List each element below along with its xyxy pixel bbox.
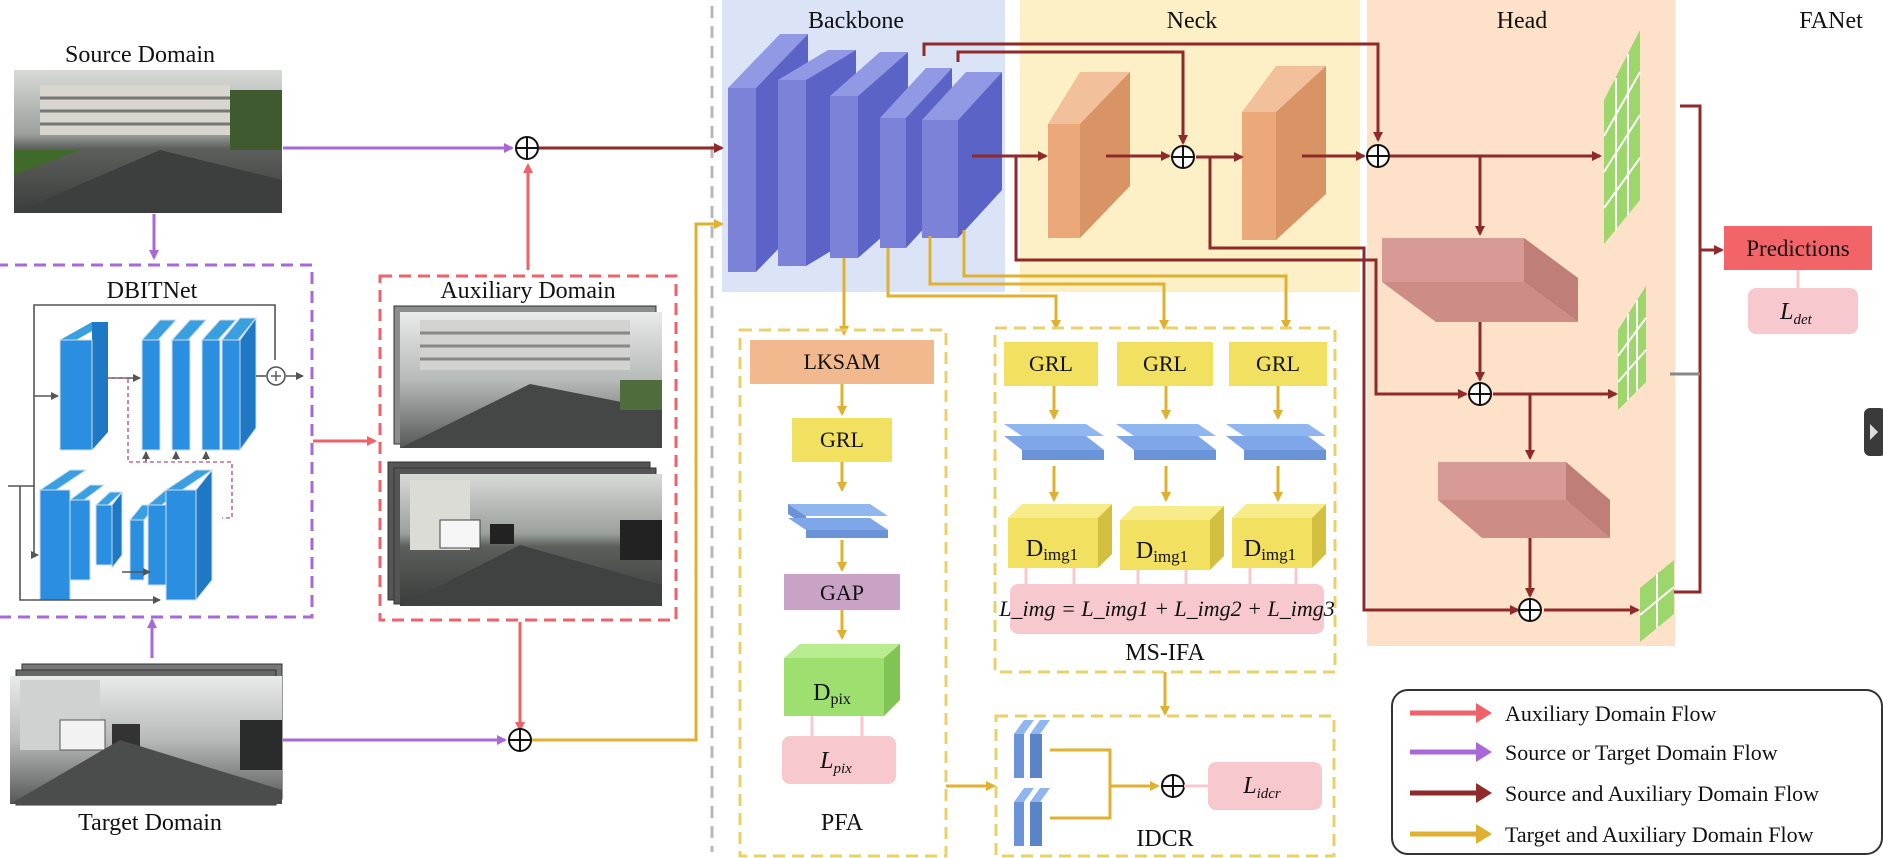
idcr-box — [994, 714, 1336, 858]
legend-item-3: Target and Auxiliary Domain Flow — [1410, 822, 1814, 847]
head-sum-node-mid — [1468, 382, 1492, 406]
auxiliary-domain-box — [378, 274, 678, 622]
legend-item-2: Source and Auxiliary Domain Flow — [1410, 781, 1819, 806]
source-domain-label: Source Domain — [65, 42, 215, 68]
d-img-label-3: Dimg1 — [1244, 536, 1296, 564]
msifa-feature-layers — [1004, 424, 1326, 460]
prediction-grid-large — [1603, 30, 1641, 244]
target-domain-label: Target Domain — [78, 810, 222, 836]
l-pix-label: Lpix — [819, 748, 852, 777]
top-sum-node — [515, 136, 539, 160]
neck-blocks — [1048, 66, 1326, 240]
pfa-feature-layers — [788, 504, 888, 538]
head-sum-node-bottom — [1518, 598, 1542, 622]
legend-label-0: Auxiliary Domain Flow — [1505, 701, 1717, 726]
fanet-title: FANet — [1799, 8, 1863, 34]
head-label: Head — [1497, 8, 1548, 34]
l-img-formula: L_img = L_img1 + L_img2 + L_img3 — [998, 596, 1334, 621]
legend-arrowhead-0 — [1476, 703, 1492, 723]
prediction-grid-small — [1639, 560, 1675, 642]
backbone-blocks — [728, 34, 1002, 272]
legend-box — [1391, 689, 1883, 855]
l-idcr-box — [1208, 762, 1322, 810]
auxiliary-images — [387, 305, 662, 606]
backbone-label: Backbone — [808, 8, 904, 34]
target-aux-flows — [839, 230, 1291, 791]
l-det-box — [1748, 288, 1858, 334]
dbitnet-blocks — [8, 304, 304, 604]
lksam-label: LKSAM — [803, 349, 880, 374]
legend-arrowhead-1 — [1476, 742, 1492, 762]
d-pix-label: Dpix — [813, 680, 851, 708]
msifa-grl-label-2: GRL — [1143, 351, 1187, 376]
source-aux-flows — [922, 42, 1724, 615]
l-det-label: Ldet — [1779, 299, 1813, 328]
d-img-label-1: Dimg1 — [1026, 536, 1078, 564]
d-img-connectors — [1024, 568, 1298, 586]
l-idcr-label: Lidcr — [1242, 773, 1281, 802]
idcr-sum-node — [1161, 774, 1185, 798]
d-img-blocks — [1008, 504, 1326, 570]
legend-label-3: Target and Auxiliary Domain Flow — [1505, 822, 1814, 847]
l-pix-box — [782, 736, 896, 784]
idcr-label: IDCR — [1136, 826, 1193, 852]
idcr-feature-blocks — [1014, 720, 1050, 846]
msifa-grl-boxes — [1004, 342, 1327, 386]
prediction-grid-medium — [1617, 286, 1647, 410]
pfa-box — [738, 328, 948, 858]
pfa-grl-label: GRL — [820, 427, 864, 452]
legend-arrowhead-2 — [1476, 783, 1492, 803]
d-img-label-2: Dimg1 — [1136, 538, 1188, 566]
dbitnet-label: DBITNet — [107, 278, 198, 304]
idcr-arrows — [1050, 748, 1160, 820]
legend-arrowhead-3 — [1476, 824, 1492, 844]
neck-label: Neck — [1167, 8, 1218, 34]
gap-box — [784, 574, 900, 610]
pfa-grl-box — [792, 418, 892, 462]
bottom-sum-node — [508, 728, 532, 752]
pfa-label: PFA — [821, 810, 864, 836]
legend-label-2: Source and Auxiliary Domain Flow — [1505, 781, 1819, 806]
play-icon — [1870, 424, 1878, 440]
msifa-label: MS-IFA — [1125, 640, 1205, 666]
legend-item-1: Source or Target Domain Flow — [1410, 740, 1778, 765]
side-panel-handle[interactable] — [1864, 408, 1883, 456]
target-domain-images — [10, 663, 283, 806]
source-domain-images — [14, 70, 282, 213]
legend-label-1: Source or Target Domain Flow — [1505, 740, 1778, 765]
head-sum-node-top — [1366, 144, 1390, 168]
msifa-arrows — [1049, 386, 1283, 502]
predictions-box — [1724, 226, 1872, 270]
legend-item-0: Auxiliary Domain Flow — [1410, 701, 1717, 726]
predictions-label: Predictions — [1746, 236, 1850, 261]
msifa-grl-label-1: GRL — [1029, 351, 1073, 376]
msifa-grl-label-3: GRL — [1256, 351, 1300, 376]
auxiliary-domain-label: Auxiliary Domain — [440, 278, 615, 304]
dbitnet-box — [0, 263, 314, 619]
gap-label: GAP — [820, 580, 864, 605]
bottom-sum-to-backbone-arrow — [532, 219, 724, 742]
lksam-box — [750, 340, 934, 384]
d-pix-block — [784, 644, 900, 716]
neck-sum-node — [1171, 145, 1195, 169]
l-img-box — [1010, 584, 1324, 634]
head-blocks — [1382, 238, 1610, 538]
